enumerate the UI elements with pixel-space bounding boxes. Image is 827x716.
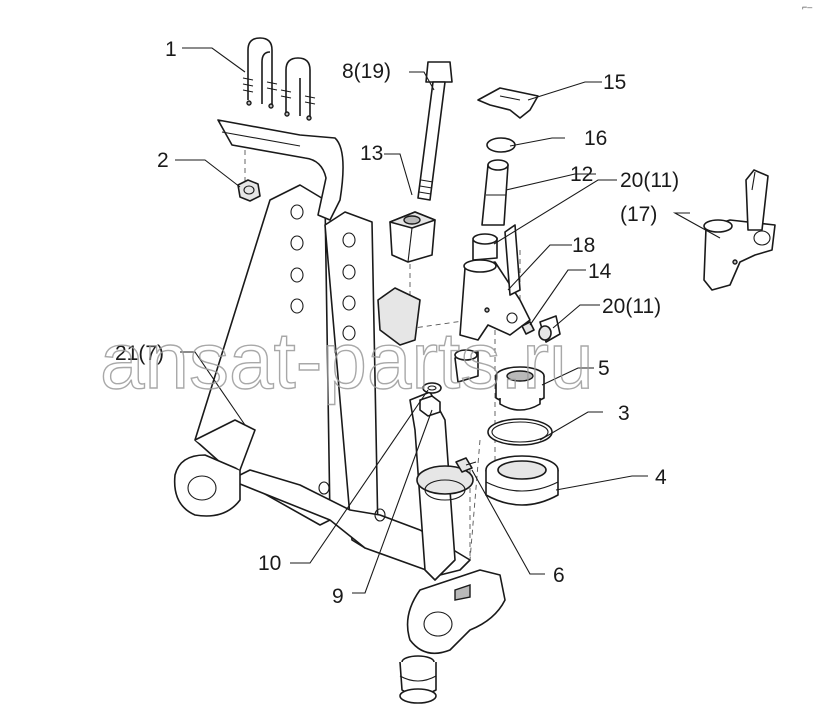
callout-5: 5 [598,357,610,380]
callout-8: 8(19) [342,60,391,83]
pivot-housing-part-18 [459,224,531,341]
rubber-mount-bottom [399,655,437,704]
rubber-block-part-13 [389,211,436,263]
inner-bushing [454,349,479,383]
grease-fitting-part-6 [455,457,477,473]
bolt-part-9 [419,395,441,417]
callout-6: 6 [553,564,565,587]
flanged-bushing-part-5 [495,366,545,411]
callout-labels: 1 2 8(19) 13 15 16 12 20(11) (17) 18 14 … [115,38,679,608]
bushing-part-20-upper [472,233,498,261]
watermark-text: ansat-parts.ru [100,316,594,405]
washer-part-16 [486,137,516,153]
callout-13: 13 [360,142,383,165]
callout-1: 1 [165,38,177,61]
callout-18: 18 [572,234,595,257]
bearing-part-4 [485,455,559,506]
callout-4: 4 [655,466,667,489]
long-bolt-part-8 [417,61,453,201]
bushing-part-20-right [538,315,561,343]
callout-9: 9 [332,585,344,608]
leader-lines [175,47,721,594]
corner-mark: ⌐– [802,2,812,12]
callout-2: 2 [157,149,169,172]
grease-fitting-part-14 [521,321,535,335]
callout-20-right: 20(11) [602,295,661,318]
callout-16: 16 [584,127,607,150]
callout-12: 12 [570,163,593,186]
callout-21: 21(7) [115,342,164,365]
u-bolt-clamp-part-1 [217,37,344,221]
nut-part-2 [237,179,261,202]
callout-3: 3 [618,402,630,425]
pin-part-12 [481,159,509,226]
alternate-pivot-part-17 [703,169,776,291]
mounting-holes-rear [290,204,330,495]
callout-10: 10 [258,552,281,575]
bracket-frame-part-21 [173,184,506,655]
callout-20-upper: 20(11) [620,169,679,192]
snap-ring-part-3 [487,418,553,446]
mounting-holes-front [342,232,386,522]
callout-15: 15 [603,71,626,94]
callout-17: (17) [620,203,657,226]
callout-14: 14 [588,260,612,283]
retaining-clip-part-15 [477,87,539,119]
